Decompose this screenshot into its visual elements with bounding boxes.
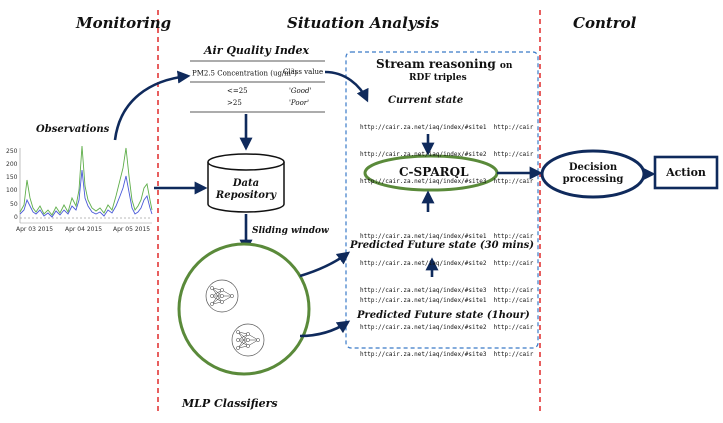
aqi-row2-class: 'Poor' [289,99,310,107]
y-tick: 150 [6,174,18,181]
data-repository-cylinder [207,153,285,213]
mlp-circle [177,242,311,376]
triple-row: http://cair.za.net/iaq/index/#site2 http… [360,260,534,267]
predicted-30-label: Predicted Future state (30 mins) [350,240,535,251]
csparql-label: C-SPARQL [399,165,469,179]
predicted-30-triples: http://cair.za.net/iaq/index/#site1 http… [360,214,533,304]
x-tick: Apr 05 2015 [113,226,151,233]
action-box [653,155,719,190]
aqi-row1-class: 'Good' [289,87,312,95]
neural-net-icon-2 [231,323,265,357]
section-title-control: Control [573,14,637,32]
section-title-situation-analysis: Situation Analysis [287,14,440,32]
y-tick: 50 [10,201,18,208]
stream-reasoning-subtitle: RDF triples [409,73,467,83]
current-state-triples: http://cair.za.net/iaq/index/#site1 http… [360,105,533,195]
triple-row: http://cair.za.net/iaq/index/#site3 http… [360,287,534,294]
observations-chart [19,145,153,224]
arrow-obs-to-aqi [113,70,191,141]
aqi-title: Air Quality Index [204,44,310,57]
triple-row: http://cair.za.net/iaq/index/#site2 http… [360,324,534,331]
stream-reasoning-title: Stream reasoning on [376,57,513,71]
series-blue [19,169,153,218]
triple-row: http://cair.za.net/iaq/index/#site2 http… [360,151,534,158]
y-tick: 0 [14,214,18,221]
triple-row: http://cair.za.net/iaq/index/#site1 http… [360,297,534,304]
aqi-row2-concentration: >25 [227,99,242,107]
triple-row: http://cair.za.net/iaq/index/#site1 http… [360,124,534,131]
aqi-row1-concentration: <=25 [227,87,248,95]
arrow-mlp-to-1h [299,320,351,338]
y-tick: 250 [6,148,18,155]
y-tick: 200 [6,161,18,168]
x-tick: Apr 03 2015 [16,226,54,233]
mlp-classifiers-label: MLP Classifiers [182,397,278,410]
triple-row: http://cair.za.net/iaq/index/#site3 http… [360,178,534,185]
predicted-1h-triples: http://cair.za.net/iaq/index/#site1 http… [360,278,533,368]
series-green [19,145,153,216]
action-label: Action [666,166,706,179]
current-state-label: Current state [388,95,464,106]
arrow-aqi-to-current [324,70,369,103]
triple-row: http://cair.za.net/iaq/index/#site1 http… [360,233,534,240]
sliding-window-label: Sliding window [252,226,329,236]
stream-reasoning-box [345,51,539,349]
observations-label: Observations [36,124,110,135]
data-repository-label: Data Repository [215,178,277,201]
decision-processing-label: Decision processing [562,162,624,185]
y-tick: 100 [6,187,18,194]
arrow-mlp-to-30min [299,251,351,278]
predicted-1h-label: Predicted Future state (1hour) [357,310,530,321]
aqi-col1-header: PM2.5 Concentration (ug/m3) [192,68,297,78]
x-tick: Apr 04 2015 [65,226,103,233]
triple-row: http://cair.za.net/iaq/index/#site3 http… [360,351,534,358]
section-title-monitoring: Monitoring [76,14,172,32]
neural-net-icon-1 [205,279,239,313]
aqi-col2-header: Class value [283,68,324,76]
